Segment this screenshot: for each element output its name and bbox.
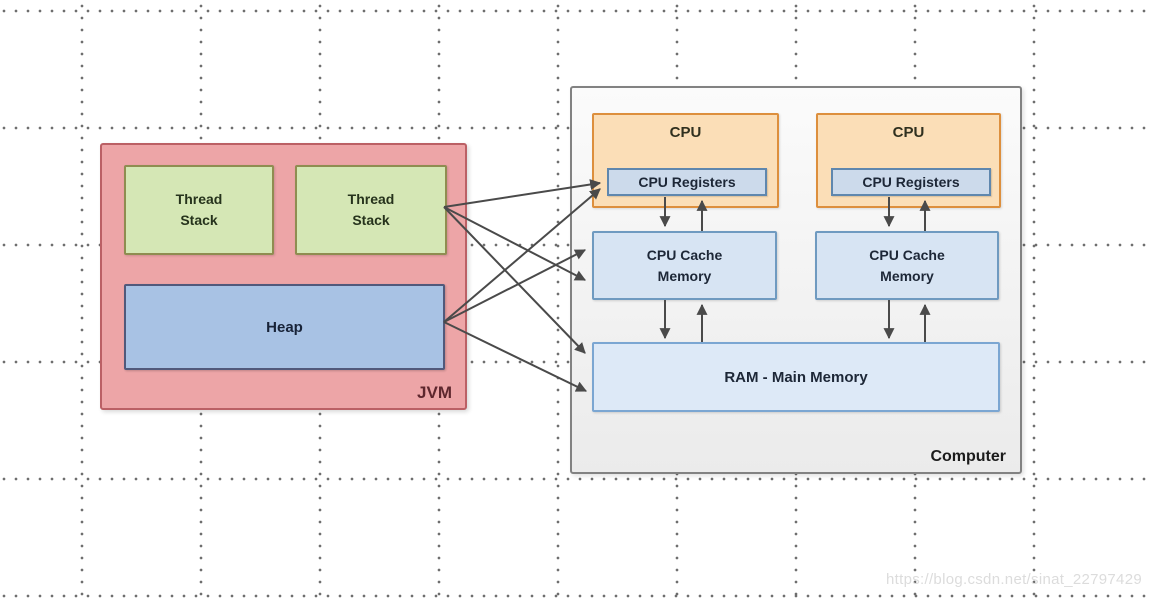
ram-box: RAM - Main Memory: [592, 342, 1000, 412]
cpu-2-cache-label: CPU Cache Memory: [869, 247, 945, 284]
cpu-2-registers-box: CPU Registers: [831, 168, 991, 196]
cpu-2-box: CPU CPU Registers: [816, 113, 1001, 208]
cpu-1-cache-label: CPU Cache Memory: [646, 247, 723, 284]
thread-stack-2-label: Thread Stack: [347, 191, 395, 228]
cpu-2-title: CPU: [892, 124, 925, 141]
ram-label: RAM - Main Memory: [724, 368, 868, 386]
cpu-1-box: CPU CPU Registers: [592, 113, 779, 208]
cpu-1-cache-box: CPU Cache Memory: [592, 231, 777, 300]
jvm-label: JVM: [417, 383, 452, 402]
watermark-text: https://blog.csdn.net/sinat_22797429: [886, 571, 1142, 588]
heap-box: Heap: [124, 284, 445, 370]
computer-box: CPU CPU Registers CPU CPU Registers CPU …: [570, 86, 1022, 474]
thread-stack-1-label: Thread Stack: [175, 191, 223, 228]
cpu-2-registers-label: CPU Registers: [862, 174, 960, 190]
thread-stack-2-box: Thread Stack: [295, 165, 447, 255]
cpu-2-cache-box: CPU Cache Memory: [815, 231, 999, 300]
thread-stack-1-box: Thread Stack: [124, 165, 274, 255]
cpu-1-title: CPU: [669, 124, 702, 141]
jvm-box: Thread Stack Thread Stack Heap JVM: [100, 143, 467, 410]
heap-label: Heap: [266, 318, 303, 336]
cpu-1-registers-label: CPU Registers: [638, 174, 736, 190]
cpu-1-registers-box: CPU Registers: [607, 168, 767, 196]
computer-label: Computer: [930, 448, 1006, 465]
